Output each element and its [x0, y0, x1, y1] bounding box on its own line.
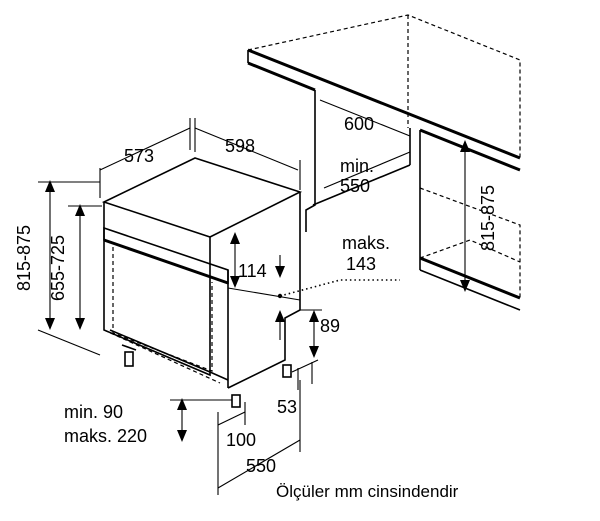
niche-min-value: 550 — [340, 176, 370, 196]
max-value: 143 — [346, 254, 376, 274]
plinth-depth-label: 53 — [277, 397, 297, 417]
panel-offset-label: 114 — [238, 261, 267, 281]
niche-outline — [247, 14, 521, 311]
total-height-label: 815-875 — [14, 225, 34, 291]
units-caption: Ölçüler mm cinsindendir — [276, 482, 459, 501]
plinth-height-label: 89 — [320, 316, 340, 336]
foot-max-label: maks. 220 — [64, 426, 147, 446]
dimension-lines — [37, 99, 470, 495]
niche-min-label: min. — [340, 156, 374, 176]
max-point-marker — [277, 293, 283, 299]
body-height-label: 655-725 — [48, 235, 68, 301]
max-label: maks. — [342, 233, 390, 253]
foot-min-label: min. 90 — [64, 402, 123, 422]
dishwasher-body — [101, 157, 303, 408]
niche-height-label: 815-875 — [478, 185, 498, 251]
width-label: 598 — [225, 136, 255, 156]
foot-setback-label: 100 — [226, 430, 256, 450]
niche-width-label: 600 — [344, 114, 374, 134]
max-leader-line — [279, 279, 400, 297]
depth-label: 573 — [124, 146, 154, 166]
base-depth-label: 550 — [246, 456, 276, 476]
